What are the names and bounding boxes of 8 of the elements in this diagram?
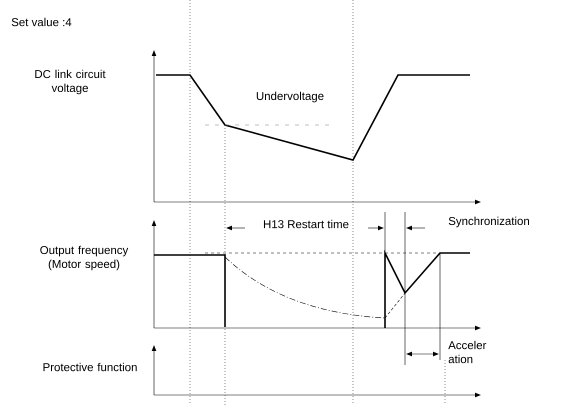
interval-label: Synchronization bbox=[448, 216, 529, 228]
setting-label: Set value :4 bbox=[12, 18, 72, 26]
interval-label: Acceler ation bbox=[448, 340, 486, 364]
signal-label: Output frequency (Motor speed) bbox=[40, 246, 128, 270]
signal-label: Protective function bbox=[44, 362, 137, 372]
state-label: Undervoltage bbox=[256, 92, 324, 102]
signal-label: DC link circuit voltage bbox=[35, 70, 106, 94]
interval-label: H13 Restart time bbox=[264, 220, 348, 228]
